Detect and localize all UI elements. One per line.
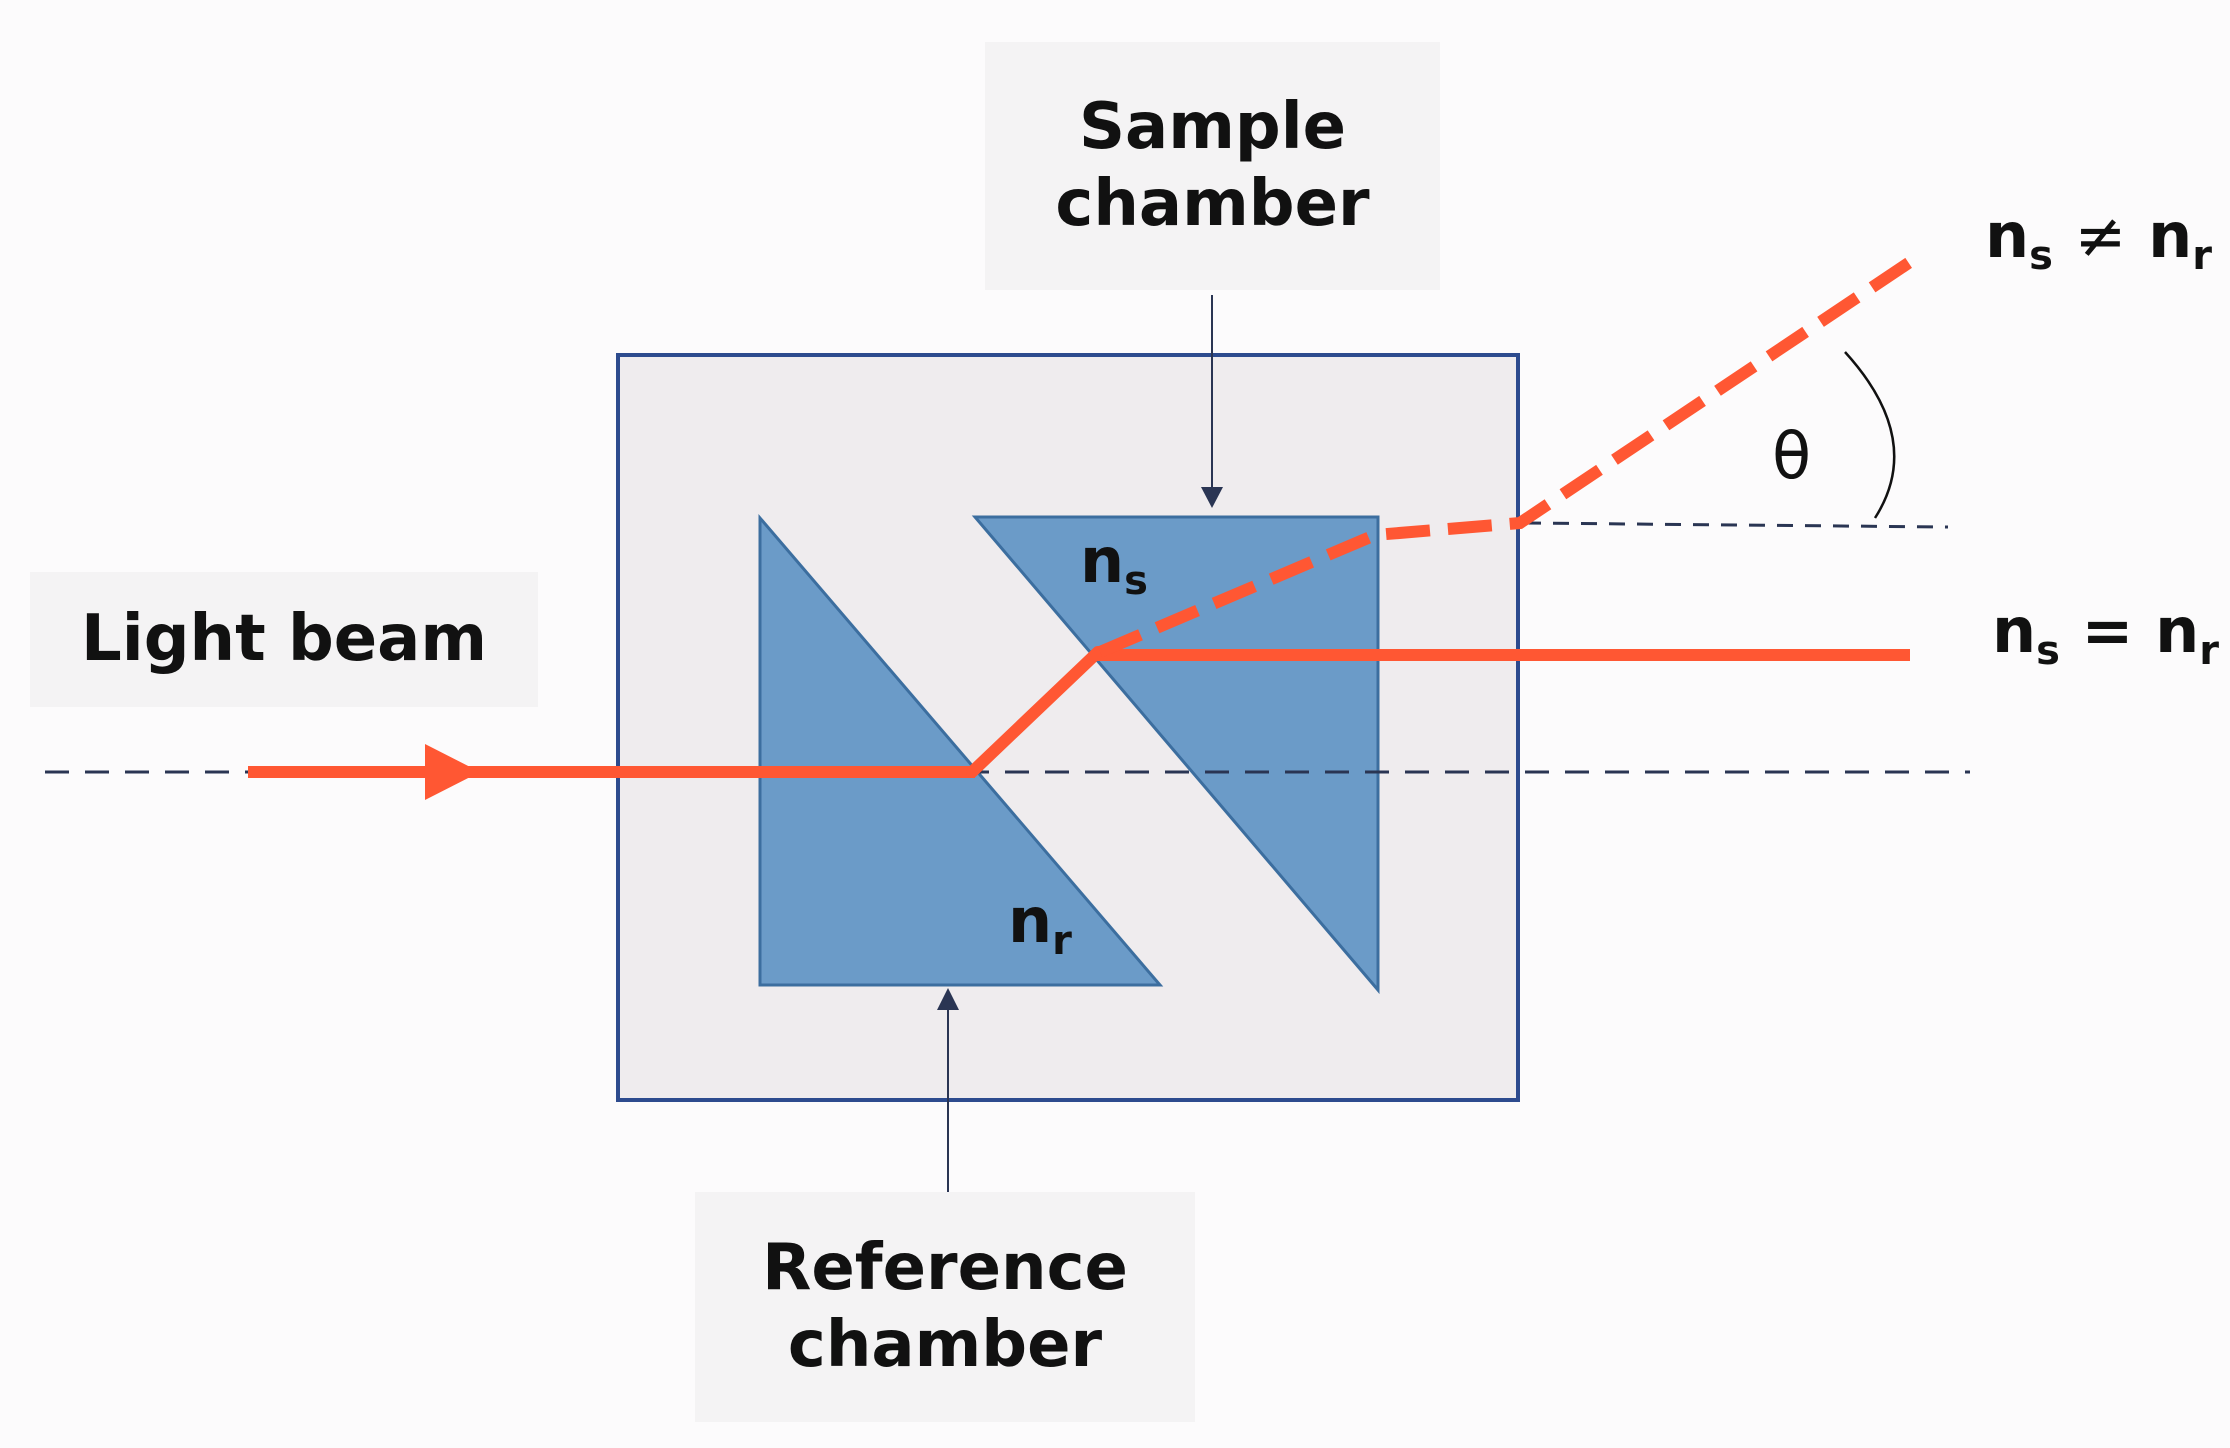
theta-reference-line bbox=[1524, 521, 1949, 529]
theta-symbol: θ bbox=[1772, 420, 1812, 494]
reference-chamber-line-2: chamber bbox=[787, 1308, 1103, 1382]
sample-prism bbox=[971, 515, 1380, 995]
beam-arrow-icon bbox=[425, 744, 480, 800]
output-beam-deviated bbox=[1097, 257, 1914, 658]
reference-pointer-arrowhead-icon bbox=[937, 988, 959, 1010]
output-equal-label: ns = nr bbox=[1992, 594, 2219, 674]
theta-arc bbox=[1844, 351, 1896, 519]
sample-chamber-line-1: Sample bbox=[1078, 90, 1347, 165]
measurement-cell bbox=[616, 353, 1520, 1102]
sample-chamber-line-2: chamber bbox=[1055, 167, 1370, 241]
output-not-equal-label: ns ≠ nr bbox=[1985, 199, 2212, 279]
sample-pointer-arrowhead-icon bbox=[1201, 487, 1223, 508]
sample-index-label: ns bbox=[1080, 524, 1148, 604]
light-beam-label: Light beam bbox=[30, 572, 538, 707]
reference-prism bbox=[758, 513, 1164, 987]
reference-chamber-line-1: Reference bbox=[762, 1231, 1128, 1306]
reference-chamber-label: Reference chamber bbox=[695, 1192, 1195, 1422]
sample-chamber-label: Sample chamber bbox=[985, 42, 1440, 290]
reference-index-label: nr bbox=[1008, 884, 1072, 964]
refracted-beam-segment bbox=[966, 646, 1104, 778]
light-beam-text: Light beam bbox=[80, 602, 488, 677]
